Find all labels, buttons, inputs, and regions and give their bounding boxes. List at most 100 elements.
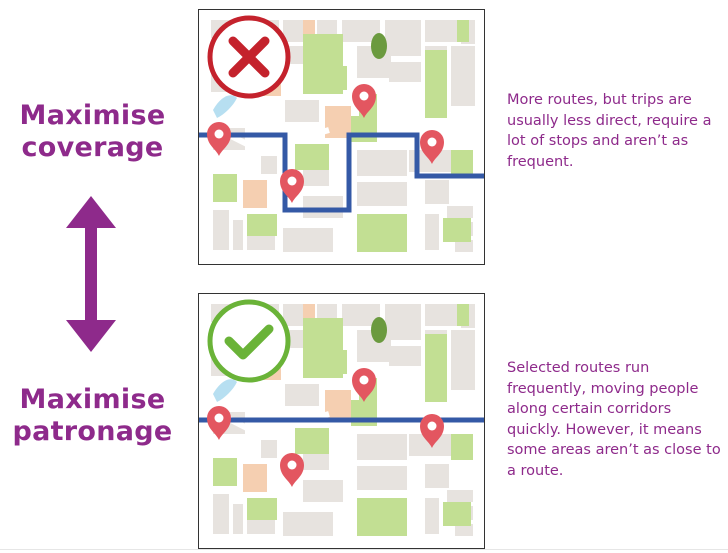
heading-line: Maximise	[19, 384, 166, 415]
city-block	[451, 330, 475, 390]
pin-dot	[214, 129, 224, 139]
city-block	[357, 466, 407, 490]
badge-ring	[207, 299, 291, 383]
city-block	[285, 384, 319, 406]
pin-body	[207, 122, 231, 156]
location-pin-icon	[280, 169, 304, 203]
city-block	[283, 228, 333, 252]
city-block	[455, 524, 473, 536]
pin-body	[207, 406, 231, 440]
park-block	[295, 144, 329, 170]
bus-route-line	[199, 132, 484, 213]
patronage-caption: Selected routes run frequently, moving p…	[507, 360, 721, 479]
pin-body	[280, 169, 304, 203]
pin-dot	[427, 421, 437, 431]
pin-dot	[359, 375, 369, 385]
sand-block	[325, 390, 351, 422]
city-block	[357, 434, 407, 460]
pin-body	[420, 130, 444, 164]
city-block	[261, 156, 277, 174]
city-block	[261, 440, 277, 458]
pin-dot	[287, 176, 297, 186]
location-pin-icon	[420, 130, 444, 164]
check-mark	[224, 324, 274, 360]
park-block	[295, 428, 329, 454]
city-block	[342, 20, 380, 42]
sand-block	[243, 464, 267, 492]
city-block	[342, 304, 380, 326]
city-block	[285, 100, 319, 122]
water	[213, 95, 237, 118]
pin-body	[420, 414, 444, 448]
city-block	[233, 504, 243, 534]
location-pin-icon	[207, 122, 231, 156]
divider	[0, 549, 728, 550]
park-block	[327, 350, 347, 374]
park-block	[357, 498, 407, 536]
city-block	[447, 490, 473, 502]
park-block	[327, 66, 347, 90]
pin-body	[352, 84, 376, 118]
city-block	[283, 512, 333, 536]
park-block	[443, 218, 471, 242]
park-block	[247, 498, 277, 520]
heading-line: coverage	[21, 132, 164, 163]
city-block	[425, 498, 439, 534]
park-block	[457, 304, 469, 326]
park-block	[451, 434, 473, 460]
heading-line: patronage	[12, 416, 173, 447]
city-block	[425, 180, 449, 204]
coverage-caption: More routes, but trips are usually less …	[507, 92, 712, 170]
maximise-coverage-heading: Maximise coverage	[0, 100, 185, 164]
pin-body	[352, 368, 376, 402]
location-pin-icon	[420, 414, 444, 448]
city-block	[233, 220, 243, 250]
park-block	[425, 334, 447, 402]
pin-dot	[427, 137, 437, 147]
pin-body	[280, 453, 304, 487]
park-block	[457, 20, 469, 42]
city-block	[303, 452, 329, 470]
city-block	[425, 464, 449, 488]
city-block	[357, 182, 407, 206]
park-block	[247, 214, 277, 236]
city-block	[213, 210, 229, 250]
location-pin-icon	[280, 453, 304, 487]
cross-icon	[207, 15, 291, 99]
park-block	[213, 458, 237, 486]
city-block	[409, 434, 451, 456]
park-block	[425, 50, 447, 118]
cross-mark	[228, 36, 270, 78]
tree-icon	[371, 317, 387, 343]
city-block	[425, 304, 457, 326]
pin-dot	[287, 460, 297, 470]
maximise-patronage-heading: Maximise patronage	[0, 384, 185, 448]
location-pin-icon	[207, 406, 231, 440]
pin-dot	[359, 91, 369, 101]
heading-line: Maximise	[19, 100, 166, 131]
tree-icon	[371, 33, 387, 59]
location-pin-icon	[352, 368, 376, 402]
city-block	[455, 240, 473, 252]
city-block	[303, 480, 343, 502]
city-block	[451, 46, 475, 106]
check-icon	[207, 299, 291, 383]
city-block	[303, 196, 343, 218]
location-pin-icon	[352, 84, 376, 118]
pin-dot	[214, 413, 224, 423]
city-block	[357, 150, 407, 176]
city-block	[447, 206, 473, 218]
double-headed-arrow-icon	[66, 196, 116, 352]
city-block	[303, 168, 329, 186]
park-block	[357, 214, 407, 252]
patronage-map	[198, 293, 485, 549]
park-block	[443, 502, 471, 526]
sand-block	[243, 180, 267, 208]
city-block	[213, 494, 229, 534]
water	[213, 379, 237, 402]
city-block	[389, 346, 421, 366]
coverage-map	[198, 9, 485, 265]
city-block	[425, 20, 457, 42]
park-block	[451, 150, 473, 176]
city-block	[425, 214, 439, 250]
